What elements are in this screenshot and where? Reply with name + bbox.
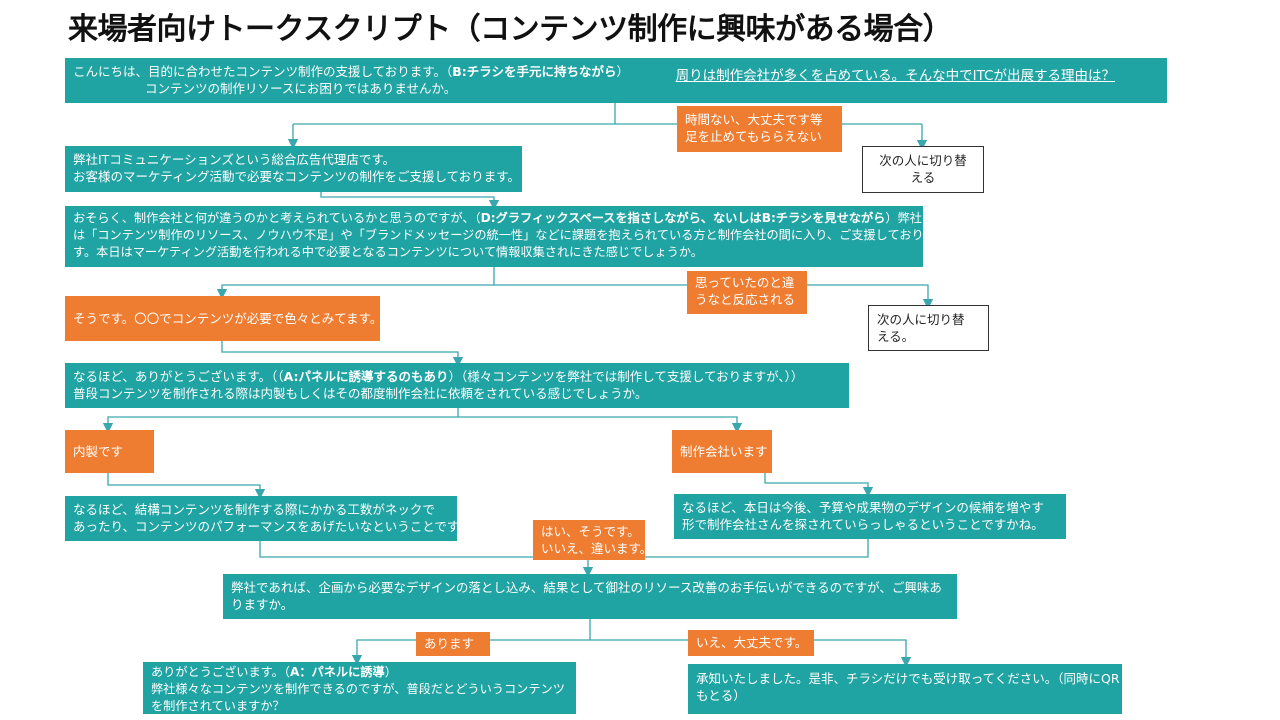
unexpected-line2: うなと反応される [695, 292, 796, 307]
agency-text: 制作会社います [680, 444, 768, 459]
agency-reply-line1: なるほど、本日は今後、予算や成果物のデザインの候補を増やす [682, 500, 1044, 515]
next-person-1-line1: 次の人に切り替 [879, 153, 967, 168]
unexpected-line1: 思っていたのと違 [695, 275, 795, 290]
thanks-node: なるほど、ありがとうございます。（（A:パネルに誘導するのもあり）（様々コンテン… [65, 363, 849, 408]
no-time-line2: 足を止めてもららえない [685, 129, 822, 144]
yes-no-line1: はい、そうです。 [541, 524, 640, 539]
connector-difference-next [494, 284, 934, 310]
difference-line1-b: ）弊社 [885, 211, 922, 225]
next-person-2-line1: 次の人に切り替 [877, 312, 965, 327]
difference-node: おそらく、制作会社と何が違うのかと考えられているかと思うのですが、（D:グラフィ… [65, 206, 923, 267]
proposal-line1: 弊社であれば、企画から必要なデザインの落とし込み、結果として御社のリソース改善の… [231, 580, 942, 595]
inhouse-reply-line1: なるほど、結構コンテンツを制作する際にかかる工数がネックで [73, 502, 435, 517]
final-yes-line1-bold: A：パネルに誘導 [289, 665, 385, 679]
connector-thanks-agency [458, 416, 743, 434]
next-person-node-2: 次の人に切り替 える。 [868, 305, 989, 351]
agency-reply-line2: 形で制作会社さんを探されていらっしゃるということですかね。 [682, 517, 1044, 532]
inhouse-node: 内製です [65, 430, 154, 473]
difference-line1-a: おそらく、制作会社と何が違うのかと考えられているかと思うのですが、（ [73, 211, 481, 225]
connector-thanks [102, 408, 459, 434]
final-yes-line2: 弊社様々なコンテンツを制作できるのですが、普段だとどういうコンテンツ [151, 682, 565, 696]
final-no-line2: もとる） [696, 688, 746, 703]
inhouse-reply-node: なるほど、結構コンテンツを制作する際にかかる工数がネックで あったり、コンテンツ… [65, 496, 457, 541]
no-time-node: 時間ない、大丈夫です等 足を止めてもららえない [677, 106, 842, 152]
agency-node: 制作会社います [672, 430, 772, 473]
company-line1: 弊社ITコミュニケーションズという総合広告代理店です。 [73, 152, 396, 167]
final-yes-line3: を制作されていますか？ [151, 699, 285, 713]
next-person-2-line2: える。 [877, 329, 915, 344]
final-yes-line1-b: ） [384, 665, 397, 679]
yes-no-node: はい、そうです。 いいえ、違います。 [533, 520, 645, 560]
connector-difference [216, 267, 495, 300]
yes-no-line2: いいえ、違います。 [541, 541, 645, 556]
no-time-line1: 時間ない、大丈夫です等 [685, 112, 823, 127]
intro-node: こんにちは、目的に合わせたコンテンツ制作の支援しております。（B:チラシを手元に… [65, 58, 1167, 103]
inhouse-text: 内製です [73, 444, 124, 459]
page-title: 来場者向けトークスクリプト（コンテンツ制作に興味がある場合） [68, 12, 953, 47]
not-interested-text: いえ、大丈夫です。 [696, 635, 808, 650]
connector-inhouse [107, 473, 266, 500]
inhouse-reply-line2: あったり、コンテンツのパフォーマンスをあげたいなということですかね。 [73, 519, 457, 534]
intro-line1-bold: B:チラシを手元に持ちながら [452, 64, 617, 79]
next-person-node-1: 次の人に切り替 える [862, 146, 984, 193]
thanks-line1-a: なるほど、ありがとうございます。（（ [73, 369, 284, 384]
company-line2: お客様のマーケティング活動で必要なコンテンツの制作をご支援しております。 [73, 169, 521, 184]
yes-content-node: そうです。〇〇でコンテンツが必要で色々とみてます。 [65, 296, 380, 341]
yes-content-text: そうです。〇〇でコンテンツが必要で色々とみてます。 [73, 311, 380, 326]
thanks-line1-bold: A:パネルに誘導するのもあり [283, 369, 449, 384]
interested-text: あります [424, 636, 475, 651]
not-interested-node: いえ、大丈夫です。 [688, 630, 814, 656]
final-yes-node: ありがとうございます。（A：パネルに誘導） 弊社様々なコンテンツを制作できるので… [143, 662, 576, 714]
intro-line1: こんにちは、目的に合わせたコンテンツ制作の支援しております。（ [73, 64, 453, 79]
intro-question: 周りは制作会社が多くを占めている。そんな中でITCが出展する理由は？ [675, 68, 1115, 84]
final-yes-line1-a: ありがとうございます。（ [151, 665, 290, 679]
connector-agency [764, 473, 874, 498]
next-person-1-line2: える [910, 170, 936, 185]
proposal-line2: りますか。 [231, 597, 294, 612]
thanks-line1-b: ）（様々コンテンツを弊社では制作して支援しておりますが、）） [448, 369, 804, 384]
thanks-line2: 普段コンテンツを制作される際は内製もしくはその都度制作会社に依頼をされている感じ… [73, 386, 648, 401]
interested-node: あります [416, 632, 490, 656]
difference-line3: す。本日はマーケティング活動を行われる中で必要となるコンテンツについて情報収集さ… [73, 245, 703, 259]
agency-reply-node: なるほど、本日は今後、予算や成果物のデザインの候補を増やす 形で制作会社さんを探… [674, 494, 1066, 539]
company-node: 弊社ITコミュニケーションズという総合広告代理店です。 お客様のマーケティング活… [65, 146, 522, 192]
connector-yes-content [221, 341, 464, 368]
connector-company [320, 192, 500, 211]
difference-line2: は「コンテンツ制作のリソース、ノウハウ不足」や「ブランドメッセージの統一性」など… [73, 228, 923, 242]
final-no-line1: 承知いたしました。是非、チラシだけでも受け取ってください。（同時にQR [696, 671, 1120, 686]
unexpected-node: 思っていたのと違 うなと反応される [687, 271, 807, 314]
intro-line1-end: ） [616, 64, 630, 79]
difference-line1-bold: D:グラフィックスペースを指さしながら、ないしはB:チラシを見せながら [480, 211, 886, 225]
intro-line2: コンテンツの制作リソースにお困りではありませんか。 [145, 81, 457, 96]
final-no-node: 承知いたしました。是非、チラシだけでも受け取ってください。（同時にQR もとる） [688, 664, 1122, 714]
proposal-node: 弊社であれば、企画から必要なデザインの落とし込み、結果として御社のリソース改善の… [223, 574, 957, 619]
